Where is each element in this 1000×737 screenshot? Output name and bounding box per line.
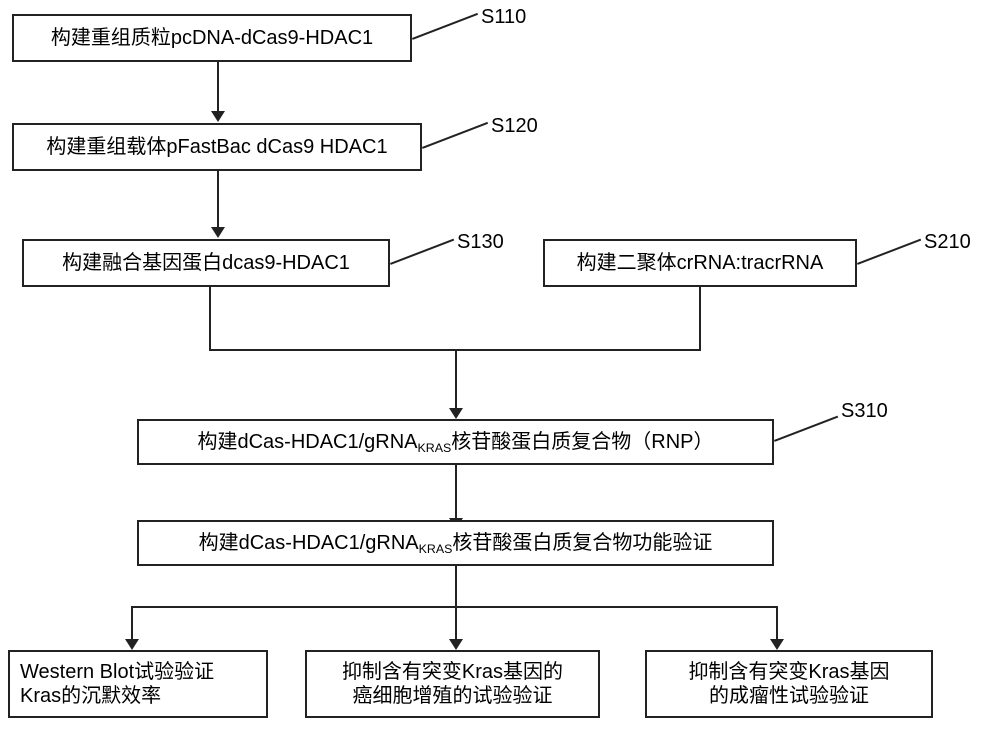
node-s310-label-sub: KRAS <box>417 440 452 455</box>
node-s310-label: 构建dCas-HDAC1/gRNAKRAS核苷酸蛋白质复合物（RNP） <box>197 430 714 455</box>
connector-s320-down <box>455 566 457 608</box>
connector-split-mid <box>455 606 457 641</box>
node-result-1-label: Western Blot试验验证 Kras的沉默效率 <box>20 660 214 709</box>
leader-line-s120 <box>422 121 489 149</box>
node-result-1: Western Blot试验验证 Kras的沉默效率 <box>8 650 268 718</box>
leader-line-s210 <box>857 238 922 265</box>
node-s120: 构建重组载体pFastBac dCas9 HDAC1 <box>12 123 422 171</box>
node-result-3-line1: 抑制含有突变Kras基因 <box>688 660 890 683</box>
leader-line-s130 <box>390 238 455 265</box>
arrowhead-merge-s310 <box>449 408 463 419</box>
node-s320-label: 构建dCas-HDAC1/gRNAKRAS核苷酸蛋白质复合物功能验证 <box>198 531 713 556</box>
node-s110: 构建重组质粒pcDNA-dCas9-HDAC1 <box>12 14 412 62</box>
node-s310: 构建dCas-HDAC1/gRNAKRAS核苷酸蛋白质复合物（RNP） <box>137 419 774 465</box>
arrowhead-result-2 <box>449 639 463 650</box>
node-result-2-line2: 癌细胞增殖的试验验证 <box>352 685 553 707</box>
arrowhead-result-1 <box>125 639 139 650</box>
node-s320-label-post: 核苷酸蛋白质复合物功能验证 <box>452 531 713 554</box>
tag-s210: S210 <box>924 231 971 253</box>
node-s110-label: 构建重组质粒pcDNA-dCas9-HDAC1 <box>50 26 374 49</box>
connector-s210-down <box>699 287 701 351</box>
connector-s110-s120 <box>217 62 219 113</box>
leader-line-s110 <box>412 12 479 40</box>
node-s320-label-pre: 构建dCas-HDAC1/gRNA <box>198 531 419 554</box>
connector-split-right <box>776 606 778 641</box>
node-result-2-label: 抑制含有突变Kras基因的 癌细胞增殖的试验验证 <box>342 660 563 709</box>
node-s130: 构建融合基因蛋白dcas9-HDAC1 <box>22 239 390 287</box>
connector-s310-s320 <box>455 465 457 520</box>
node-s310-label-pre: 构建dCas-HDAC1/gRNA <box>197 430 418 453</box>
node-result-2: 抑制含有突变Kras基因的 癌细胞增殖的试验验证 <box>305 650 600 718</box>
connector-s130-down <box>209 287 211 351</box>
node-s310-label-post: 核苷酸蛋白质复合物（RNP） <box>451 430 714 453</box>
node-result-3-label: 抑制含有突变Kras基因 的成瘤性试验验证 <box>688 660 889 709</box>
tag-s310: S310 <box>841 400 888 422</box>
node-result-1-line1: Western Blot试验验证 <box>20 660 215 683</box>
connector-split-horizontal <box>131 606 778 608</box>
node-result-1-line2: Kras的沉默效率 <box>20 685 162 707</box>
node-s120-label: 构建重组载体pFastBac dCas9 HDAC1 <box>46 135 388 158</box>
tag-s110: S110 <box>481 6 527 28</box>
node-s210: 构建二聚体crRNA:tracrRNA <box>543 239 857 287</box>
node-s320: 构建dCas-HDAC1/gRNAKRAS核苷酸蛋白质复合物功能验证 <box>137 520 774 566</box>
connector-split-left <box>131 606 133 641</box>
arrowhead-s110-s120 <box>211 111 225 122</box>
connector-s120-s130 <box>217 171 219 229</box>
node-result-3: 抑制含有突变Kras基因 的成瘤性试验验证 <box>645 650 933 718</box>
tag-s130: S130 <box>457 231 504 253</box>
arrowhead-s120-s130 <box>211 227 225 238</box>
node-s210-label: 构建二聚体crRNA:tracrRNA <box>576 251 824 274</box>
node-s130-label: 构建融合基因蛋白dcas9-HDAC1 <box>62 251 350 274</box>
arrowhead-result-3 <box>770 639 784 650</box>
leader-line-s310 <box>774 415 839 442</box>
node-result-3-line2: 的成瘤性试验验证 <box>709 685 869 707</box>
tag-s120: S120 <box>491 115 538 137</box>
connector-merge-to-s310 <box>455 349 457 410</box>
node-s320-label-sub: KRAS <box>418 541 453 556</box>
node-result-2-line1: 抑制含有突变Kras基因的 <box>341 660 564 683</box>
